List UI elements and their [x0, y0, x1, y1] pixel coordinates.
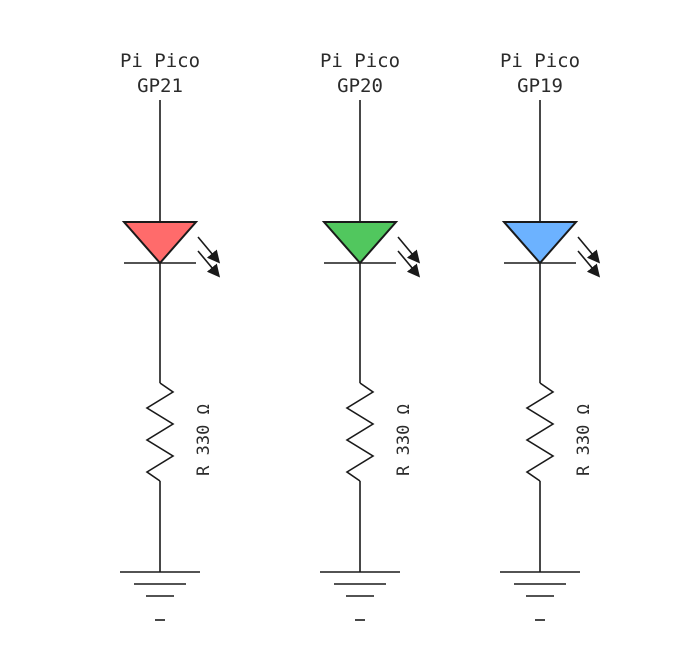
resistor-icon — [145, 382, 175, 482]
resistor-label: R 330 Ω — [574, 404, 594, 476]
circuit-gp21: Pi Pico GP21 R 330 Ω — [120, 50, 221, 621]
pin-label: GP20 — [337, 75, 383, 97]
circuit-gp19: Pi Pico GP19 R 330 Ω — [500, 50, 601, 621]
resistor-icon — [525, 382, 555, 482]
light-emission-arrows-icon — [397, 236, 421, 278]
light-emission-arrows-icon — [577, 236, 601, 278]
board-label: Pi Pico — [500, 50, 580, 72]
resistor-label: R 330 Ω — [394, 404, 414, 476]
led-icon — [121, 221, 199, 265]
resistor-icon — [345, 382, 375, 482]
ground-icon — [500, 571, 580, 621]
led-icon — [321, 221, 399, 265]
pin-label: GP21 — [137, 75, 183, 97]
light-emission-arrows-icon — [197, 236, 221, 278]
ground-icon — [120, 571, 200, 621]
circuit-gp20: Pi Pico GP20 R 330 Ω — [320, 50, 421, 621]
board-label: Pi Pico — [320, 50, 400, 72]
resistor-label: R 330 Ω — [194, 404, 214, 476]
pin-label: GP19 — [517, 75, 563, 97]
ground-icon — [320, 571, 400, 621]
board-label: Pi Pico — [120, 50, 200, 72]
led-icon — [501, 221, 579, 265]
